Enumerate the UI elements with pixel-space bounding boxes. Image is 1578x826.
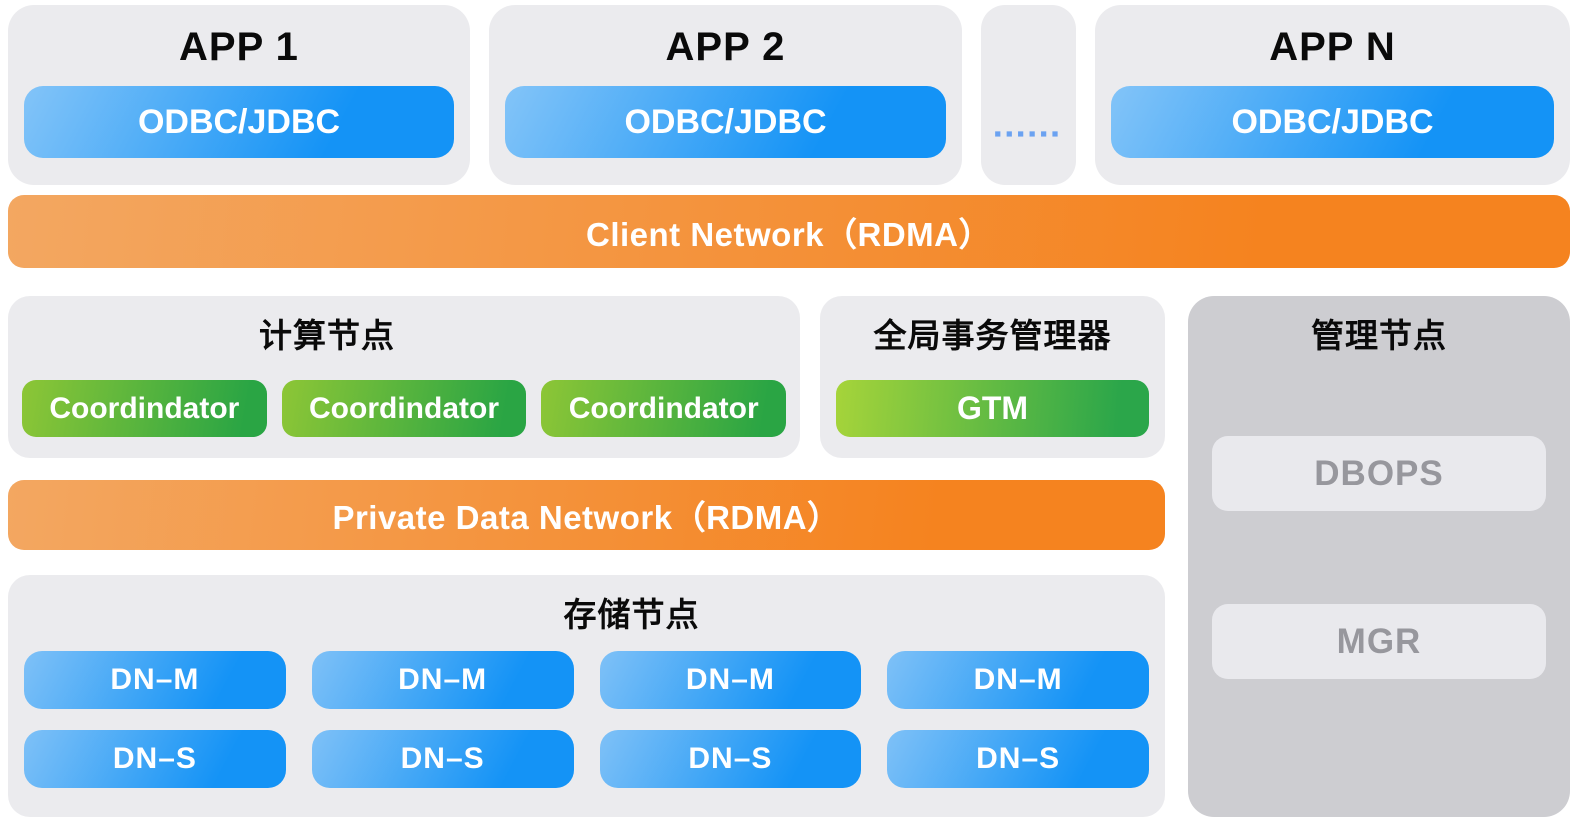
- client-network-bar: Client Network（RDMA）: [8, 195, 1570, 268]
- dn-master-row: DN–M DN–M DN–M DN–M: [24, 651, 1149, 709]
- dn-standby-block-3: DN–S: [599, 730, 862, 788]
- dn-master-block-4: DN–M: [887, 651, 1149, 709]
- storage-node-title: 存储节点: [563, 596, 700, 633]
- coordinator-block-1: Coordindator: [22, 380, 267, 437]
- gtm-block: GTM: [836, 380, 1149, 437]
- management-node-panel: 管理节点 DBOPS MGR: [1188, 296, 1570, 817]
- dn-standby-block-2: DN–S: [311, 730, 574, 788]
- apps-row: APP 1 ODBC/JDBC APP 2 ODBC/JDBC ▪▪▪▪▪▪ A…: [8, 5, 1570, 185]
- coordinator-row: Coordindator Coordindator Coordindator: [22, 380, 787, 437]
- dn-standby-row: DN–S DN–S DN–S DN–S: [24, 730, 1149, 788]
- ellipsis-dots-icon: ▪▪▪▪▪▪: [994, 122, 1063, 146]
- apps-ellipsis-card: ▪▪▪▪▪▪: [981, 5, 1076, 185]
- storage-node-panel: 存储节点 DN–M DN–M DN–M DN–M DN–S DN–S DN–S …: [8, 575, 1165, 817]
- compute-node-title: 计算节点: [259, 317, 395, 354]
- main-area: 计算节点 Coordindator Coordindator Coordinda…: [8, 296, 1570, 817]
- app-card-2: APP 2 ODBC/JDBC: [489, 5, 962, 185]
- private-data-network-bar: Private Data Network（RDMA）: [8, 480, 1165, 550]
- app-2-odbc-jdbc-block: ODBC/JDBC: [505, 86, 946, 158]
- app-2-title: APP 2: [665, 25, 786, 69]
- app-n-title: APP N: [1269, 25, 1396, 69]
- dn-standby-block-4: DN–S: [887, 730, 1149, 788]
- coordinator-block-2: Coordindator: [281, 380, 527, 437]
- mgr-block: MGR: [1212, 604, 1546, 679]
- compute-gtm-row: 计算节点 Coordindator Coordindator Coordinda…: [8, 296, 1165, 458]
- app-1-title: APP 1: [179, 25, 299, 69]
- app-n-odbc-jdbc-block: ODBC/JDBC: [1111, 86, 1554, 158]
- dn-master-block-3: DN–M: [599, 651, 862, 709]
- left-column: 计算节点 Coordindator Coordindator Coordinda…: [8, 296, 1165, 817]
- app-1-odbc-jdbc-block: ODBC/JDBC: [24, 86, 454, 158]
- coordinator-block-3: Coordindator: [541, 380, 787, 437]
- dbops-block: DBOPS: [1212, 436, 1546, 511]
- dn-standby-block-1: DN–S: [24, 730, 286, 788]
- global-transaction-manager-panel: 全局事务管理器 GTM: [820, 296, 1165, 458]
- gtm-panel-title: 全局事务管理器: [873, 317, 1112, 354]
- app-card-n: APP N ODBC/JDBC: [1095, 5, 1570, 185]
- management-node-title: 管理节点: [1311, 317, 1447, 354]
- compute-node-panel: 计算节点 Coordindator Coordindator Coordinda…: [8, 296, 800, 458]
- app-card-1: APP 1 ODBC/JDBC: [8, 5, 470, 185]
- dn-master-block-1: DN–M: [24, 651, 286, 709]
- dn-master-block-2: DN–M: [311, 651, 574, 709]
